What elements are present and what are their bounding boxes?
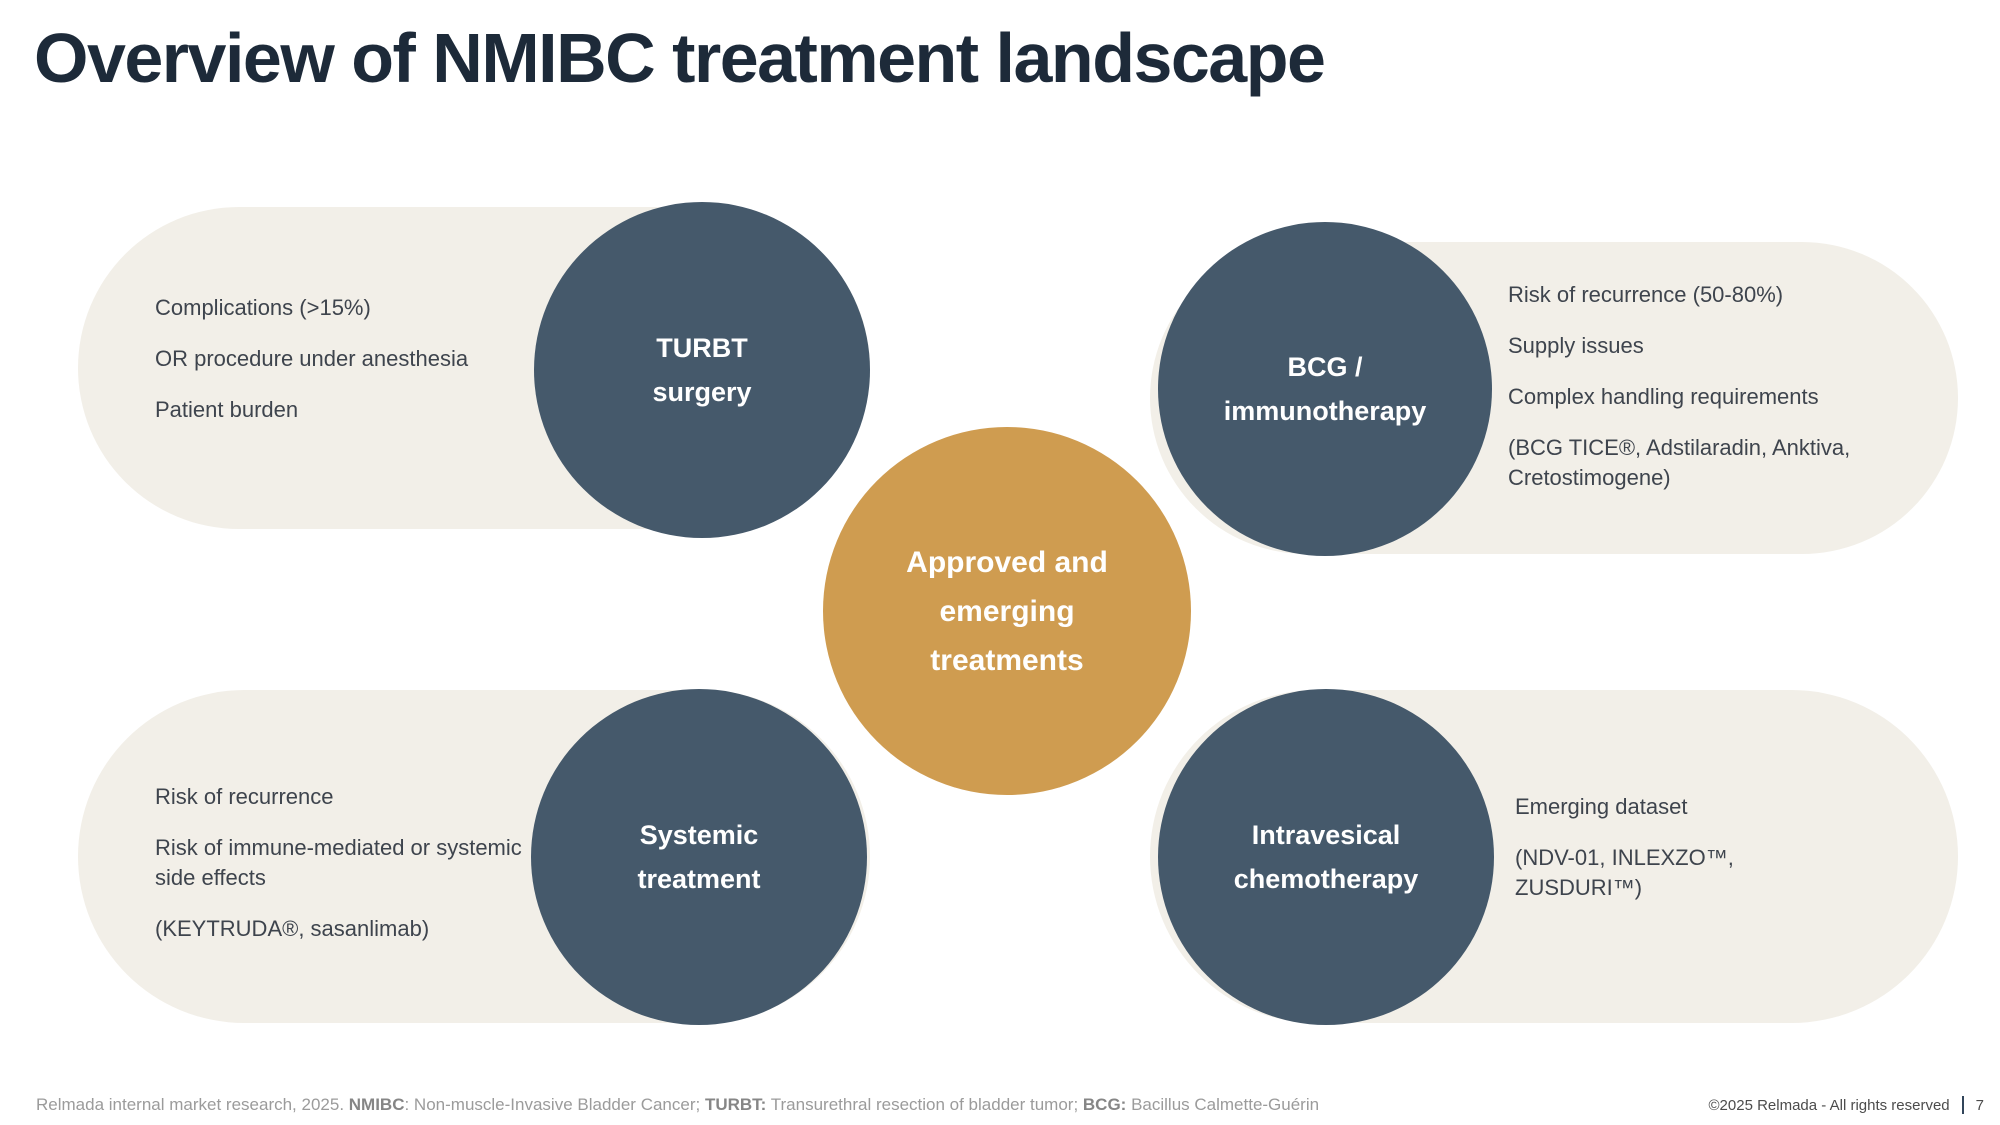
turbt-circle-label: TURBT [656,333,748,363]
bcg-bullet: Risk of recurrence (50-80%) [1508,282,1784,307]
bcg-bullet: Supply issues [1508,333,1644,358]
turbt-circle-label: surgery [652,377,752,407]
bcg-bullet-list: Risk of recurrence (50-80%) Supply issue… [1508,280,1940,493]
bcg-circle: BCG / immunotherapy [1158,222,1492,556]
footnote-segment: Transurethral resection of bladder tumor… [766,1095,1083,1114]
footnote: Relmada internal market research, 2025. … [36,1095,1319,1115]
turbt-bullet: OR procedure under anesthesia [155,346,469,371]
intravesical-circle-label: chemotherapy [1233,864,1419,894]
footnote-segment: Relmada internal market research, 2025. [36,1095,349,1114]
center-circle: Approved and emerging treatments [823,427,1191,795]
systemic-circle-label: Systemic [639,820,759,850]
intravesical-circle-label: Intravesical [1251,820,1401,850]
turbt-bullet: Complications (>15%) [155,295,371,320]
bcg-circle-label: immunotherapy [1223,396,1427,426]
center-circle-label: treatments [930,643,1084,677]
footnote-segment: Bacillus Calmette-Guérin [1126,1095,1320,1114]
bcg-bullet: Complex handling requirements [1508,384,1819,409]
bcg-bullet: (BCG TICE®, Adstilaradin, Anktiva, Creto… [1508,435,1851,490]
systemic-circle-label: treatment [637,864,761,894]
copyright-text: ©2025 Relmada - All rights reserved [1708,1096,1950,1114]
center-circle-label: emerging [939,594,1075,628]
turbt-bullet: Patient burden [155,397,299,422]
footnote-segment: BCG: [1082,1095,1127,1114]
page-number: 7 [1975,1096,1984,1114]
systemic-bullet-list: Risk of recurrence Risk of immune-mediat… [155,782,533,944]
page-title: Overview of NMIBC treatment landscape [34,19,1326,97]
bcg-circle-label: BCG / [1287,352,1363,382]
turbt-circle: TURBT surgery [534,202,870,538]
intravesical-circle: Intravesical chemotherapy [1158,689,1494,1025]
systemic-bullet: (KEYTRUDA®, sasanlimab) [155,916,430,941]
footer-divider [1961,1096,1964,1114]
footnote-segment: TURBT: [704,1095,767,1114]
systemic-circle: Systemic treatment [531,689,867,1025]
footnote-segment: : Non-muscle-Invasive Bladder Cancer; [404,1095,705,1114]
systemic-bullet: Risk of immune-mediated or systemic side… [155,835,522,890]
footer-right: ©2025 Relmada - All rights reserved 7 [1708,1096,1984,1114]
footnote-segment: NMIBC [348,1095,405,1114]
systemic-bullet: Risk of recurrence [155,784,334,809]
intravesical-bullet: Emerging dataset [1515,794,1688,819]
turbt-bullet-list: Complications (>15%) OR procedure under … [155,293,470,425]
intravesical-bullet: (NDV-01, INLEXZO™, ZUSDURI™) [1515,845,1734,900]
intravesical-bullet-list: Emerging dataset (NDV-01, INLEXZO™, ZUSD… [1515,792,1790,903]
center-circle-label: Approved and [906,545,1108,579]
